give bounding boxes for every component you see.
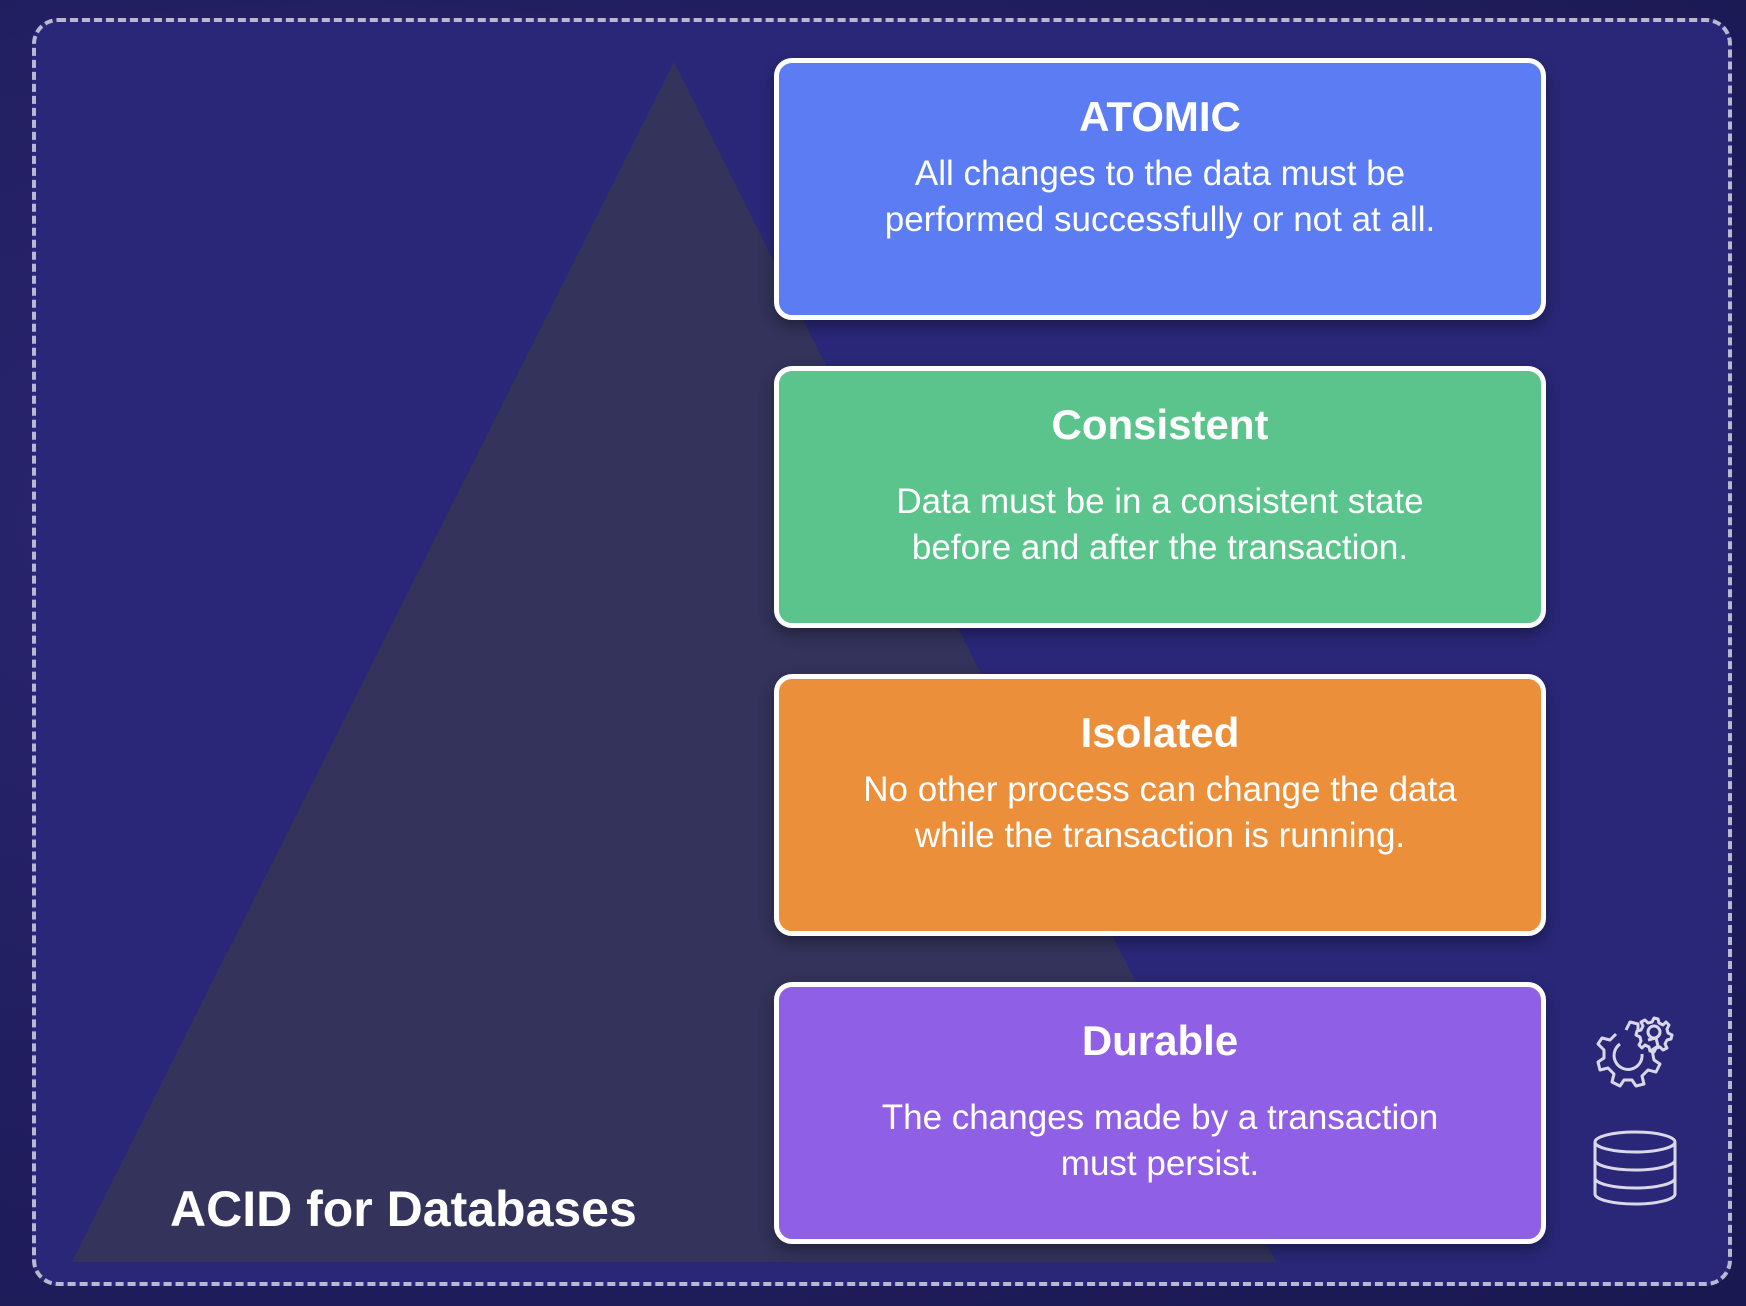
card-description: Data must be in a consistent state befor… [896, 482, 1424, 567]
database-icon [1593, 1130, 1677, 1206]
card-title: Consistent [1051, 401, 1269, 448]
slide-title: ACID for Databases [170, 1181, 637, 1237]
card-durable: Durable The changes made by a transactio… [774, 982, 1546, 1244]
card-title: Durable [1081, 1017, 1239, 1064]
card-consistent: Consistent Data must be in a consistent … [774, 366, 1546, 628]
card-title: ATOMIC [1079, 93, 1241, 140]
card-atomic: ATOMIC All changes to the data must be p… [774, 58, 1546, 320]
card-title: Isolated [1080, 709, 1240, 756]
card-description: No other process can change the data whi… [863, 770, 1457, 855]
card-description: The changes made by a transaction must p… [881, 1098, 1439, 1183]
card-description: All changes to the data must be performe… [884, 154, 1436, 239]
gears-icon [1596, 1016, 1674, 1088]
card-isolated: Isolated No other process can change the… [774, 674, 1546, 936]
